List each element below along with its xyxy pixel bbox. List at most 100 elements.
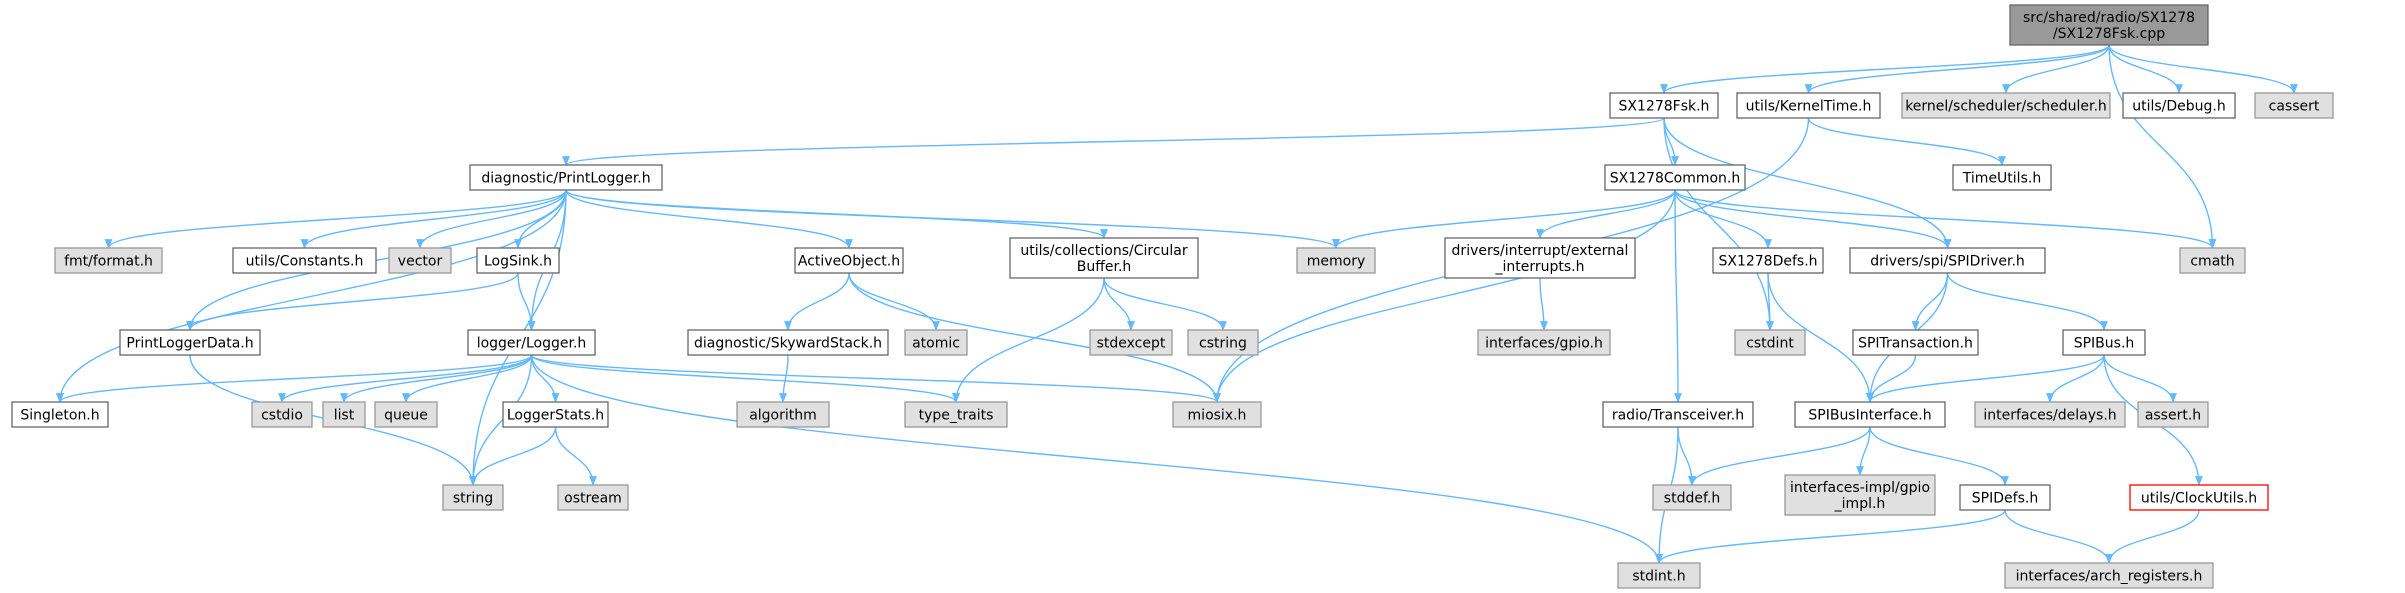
node-label: diagnostic/SkywardStack.h	[694, 336, 882, 352]
node-spidefs[interactable]: SPIDefs.h	[1959, 484, 2051, 511]
node-box	[687, 329, 889, 356]
edge-printlogger-to-printloggerdata	[186, 189, 567, 331]
node-box	[1852, 329, 1979, 356]
edge-printlogger-to-fmtformat	[104, 189, 567, 249]
node-timeutils[interactable]: TimeUtils.h	[1952, 164, 2052, 191]
node-label: list	[334, 408, 355, 424]
node-sx1278common[interactable]: SX1278Common.h	[1604, 164, 1746, 191]
node-box	[467, 329, 596, 356]
node-box	[1296, 247, 1376, 274]
node-queue[interactable]: queue	[374, 401, 438, 428]
node-box	[2004, 562, 2214, 589]
node-logsink[interactable]: LogSink.h	[476, 247, 560, 274]
node-label: stdexcept	[1097, 336, 1166, 352]
node-list[interactable]: list	[322, 401, 366, 428]
node-box	[2254, 92, 2334, 119]
node-box	[1009, 237, 1199, 279]
node-cstring[interactable]: cstring	[1187, 329, 1259, 356]
node-label: stddef.h	[1664, 491, 1720, 507]
edge-logger-to-miosix	[530, 354, 1221, 403]
node-scheduler[interactable]: kernel/scheduler/scheduler.h	[1901, 92, 2111, 119]
node-printloggerdata[interactable]: PrintLoggerData.h	[119, 329, 261, 356]
node-fmtformat[interactable]: fmt/format.h	[54, 247, 163, 274]
edge-skywardstack-to-algorithm	[779, 354, 789, 403]
node-skywardstack[interactable]: diagnostic/SkywardStack.h	[687, 329, 889, 356]
node-label: miosix.h	[1188, 408, 1247, 424]
edge-root-to-scheduler	[2002, 44, 2110, 94]
node-box	[1849, 247, 2046, 274]
node-stdexcept[interactable]: stdexcept	[1089, 329, 1173, 356]
node-extinterrupts[interactable]: drivers/interrupt/external_interrupts.h	[1444, 237, 1636, 279]
node-box	[502, 401, 609, 428]
node-cmath[interactable]: cmath	[2179, 247, 2246, 274]
node-box	[1477, 329, 1611, 356]
node-memory[interactable]: memory	[1296, 247, 1376, 274]
node-vector[interactable]: vector	[388, 247, 452, 274]
node-label: logger/Logger.h	[477, 336, 587, 352]
node-activeobject[interactable]: ActiveObject.h	[794, 247, 904, 274]
node-clockutils[interactable]: utils/ClockUtils.h	[2129, 484, 2269, 511]
node-box	[1604, 164, 1746, 191]
node-spibusinterface[interactable]: SPIBusInterface.h	[1794, 401, 1946, 428]
node-logger[interactable]: logger/Logger.h	[467, 329, 596, 356]
node-spitransaction[interactable]: SPITransaction.h	[1852, 329, 1979, 356]
node-box	[1959, 484, 2051, 511]
node-loggerstats[interactable]: LoggerStats.h	[502, 401, 609, 428]
edge-clockutils-to-archregisters	[2105, 509, 2200, 564]
node-atomic[interactable]: atomic	[904, 329, 968, 356]
node-label: utils/Debug.h	[2132, 99, 2226, 115]
edge-root-to-debug	[2108, 44, 2183, 94]
node-cstdio[interactable]: cstdio	[251, 401, 313, 428]
node-box	[557, 484, 629, 511]
node-ostream[interactable]: ostream	[557, 484, 629, 511]
node-sx1278fsk_h[interactable]: SX1278Fsk.h	[1609, 92, 1719, 119]
edge-activeobject-to-skywardstack	[784, 272, 850, 331]
node-label: drivers/spi/SPIDriver.h	[1870, 254, 2025, 270]
node-singleton[interactable]: Singleton.h	[11, 401, 109, 428]
node-box	[232, 247, 377, 274]
node-printlogger[interactable]: diagnostic/PrintLogger.h	[469, 164, 663, 191]
node-delays[interactable]: interfaces/delays.h	[1974, 401, 2126, 428]
node-box	[1734, 329, 1806, 356]
node-label: interfaces/delays.h	[1983, 408, 2116, 424]
node-cassert[interactable]: cassert	[2254, 92, 2334, 119]
node-label: atomic	[912, 336, 960, 352]
node-typetraits[interactable]: type_traits	[904, 401, 1008, 428]
node-archregisters[interactable]: interfaces/arch_registers.h	[2004, 562, 2214, 589]
node-root[interactable]: src/shared/radio/SX1278/SX1278Fsk.cpp	[2009, 4, 2209, 46]
node-debug[interactable]: utils/Debug.h	[2122, 92, 2236, 119]
node-spidriver[interactable]: drivers/spi/SPIDriver.h	[1849, 247, 2046, 274]
edge-root-to-sx1278fsk_h	[1660, 44, 2110, 94]
node-kerneltime[interactable]: utils/KernelTime.h	[1736, 92, 1881, 119]
node-box	[11, 401, 109, 428]
node-label: SPITransaction.h	[1858, 336, 1973, 352]
node-gpioimpl[interactable]: interfaces-impl/gpio_impl.h	[1784, 474, 1936, 516]
edge-spibus-to-delays	[2046, 354, 2105, 403]
node-miosix[interactable]: miosix.h	[1172, 401, 1262, 428]
edge-transceiver-to-stddef	[1677, 426, 1696, 486]
node-stddef[interactable]: stddef.h	[1652, 484, 1732, 511]
node-transceiver[interactable]: radio/Transceiver.h	[1602, 401, 1754, 428]
node-label: string	[453, 491, 493, 507]
edge-logsink-to-logger	[517, 272, 536, 331]
node-stdint[interactable]: stdint.h	[1617, 562, 1701, 589]
node-string[interactable]: string	[442, 484, 504, 511]
node-box	[374, 401, 438, 428]
edge-activeobject-to-atomic	[848, 272, 940, 331]
node-algorithm[interactable]: algorithm	[736, 401, 830, 428]
edge-logger-to-singleton	[56, 354, 533, 403]
node-cstdint[interactable]: cstdint	[1734, 329, 1806, 356]
node-box	[1609, 92, 1719, 119]
node-spibus[interactable]: SPIBus.h	[2062, 329, 2146, 356]
node-asserth[interactable]: assert.h	[2137, 401, 2209, 428]
node-label: LoggerStats.h	[507, 408, 604, 424]
node-gpio[interactable]: interfaces/gpio.h	[1477, 329, 1611, 356]
edge-spibusinterface-to-stddef	[1688, 426, 1871, 486]
node-label: Buffer.h	[1077, 259, 1132, 275]
node-label: drivers/interrupt/external	[1452, 243, 1629, 259]
node-box	[1794, 401, 1946, 428]
node-label: _interrupts.h	[1495, 259, 1585, 275]
node-sx1278defs[interactable]: SX1278Defs.h	[1712, 247, 1824, 274]
node-constants[interactable]: utils/Constants.h	[232, 247, 377, 274]
